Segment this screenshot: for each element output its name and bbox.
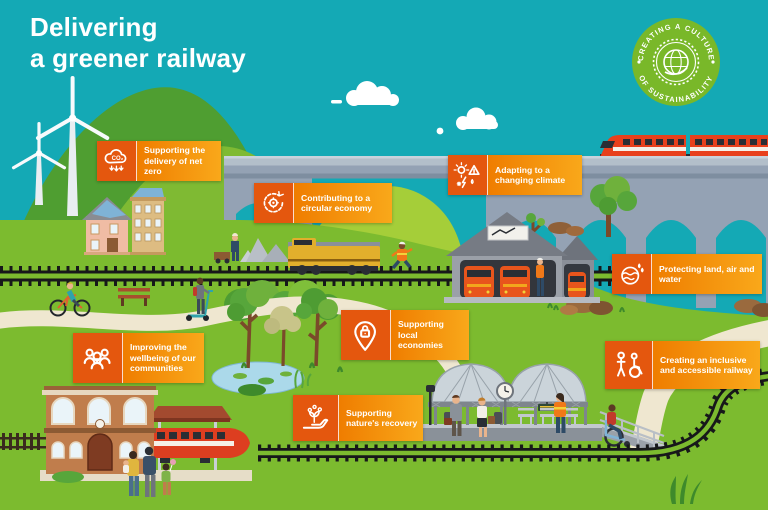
wind-turbines (11, 76, 110, 216)
co2-cloud-icon: CO₂ (97, 141, 137, 181)
scooter-rider (186, 277, 213, 321)
gravel-piles (214, 233, 290, 264)
tree-by-viaduct (590, 176, 637, 237)
globe-water-icon (612, 254, 652, 294)
running-worker (391, 241, 413, 270)
station-building (42, 386, 158, 474)
callout-label: Supporting nature's recovery (339, 395, 423, 441)
weather-alert-icon (448, 155, 488, 195)
callout-label: Supporting the delivery of net zero (137, 141, 221, 181)
freight-locomotive (288, 238, 380, 275)
fence (0, 433, 46, 450)
park-bench (118, 288, 150, 306)
callout-label: Contributing to a circular economy (294, 183, 392, 223)
lamp-post (426, 385, 435, 425)
pond (211, 361, 312, 396)
platform-clock (496, 382, 514, 425)
callout-wellbeing: Improving the wellbeing of our communiti… (73, 333, 204, 383)
globe-leaf-icon (663, 49, 689, 76)
depot-worker (536, 257, 544, 296)
callout-label: Improving the wellbeing of our communiti… (123, 333, 204, 383)
platform-canopies (428, 363, 588, 425)
family (123, 446, 176, 497)
cyclist (49, 282, 91, 317)
woman-passenger (477, 397, 495, 437)
callout-land-air-water: Protecting land, air and water (612, 254, 762, 294)
wheelchair-user (604, 404, 630, 447)
svg-text:CO₂: CO₂ (112, 156, 124, 162)
depot-locomotive (500, 266, 530, 298)
callout-nature: Supporting nature's recovery (293, 395, 423, 441)
apartment-solar (130, 188, 166, 255)
clouds (331, 81, 498, 135)
worker-with-cart (214, 233, 239, 264)
depot-locomotive (464, 266, 494, 298)
circular-arrows-icon (254, 183, 294, 223)
bush (52, 471, 84, 483)
page-title: Delivering a greener railway (30, 12, 246, 73)
sustainability-badge: CREATING A CULTURE OF SUSTAINABILITY (632, 18, 720, 106)
businessman (444, 394, 462, 436)
callout-local-economies: Supporting local economies (341, 310, 469, 360)
depot (444, 212, 600, 303)
station (0, 386, 252, 497)
accessibility-icon (605, 341, 653, 389)
pin-padlock-icon (341, 310, 391, 360)
callout-inclusive: Creating an inclusive and accessible rai… (605, 341, 760, 389)
hand-plant-icon (293, 395, 339, 441)
local-train (152, 428, 250, 463)
grass-tufts (670, 474, 702, 504)
callout-label: Protecting land, air and water (652, 254, 762, 294)
bin (494, 412, 502, 424)
callout-label: Supporting local economies (391, 310, 469, 360)
callout-circular-economy: Contributing to a circular economy (254, 183, 392, 223)
wind-turbine-large (35, 76, 110, 216)
platform-benches (518, 408, 578, 424)
houses (82, 188, 166, 255)
callout-climate: Adapting to a changing climate (448, 155, 582, 195)
callout-label: Creating an inclusive and accessible rai… (653, 341, 760, 389)
callout-label: Adapting to a changing climate (488, 155, 582, 195)
callout-net-zero: CO₂ Supporting the delivery of net zero (97, 141, 221, 181)
title-line-2: a greener railway (30, 42, 246, 73)
trunk-trees (227, 283, 344, 373)
station-platform-right (420, 363, 668, 456)
community-people-icon (73, 333, 123, 383)
house-solar (82, 197, 132, 255)
title-line-1: Delivering (30, 12, 158, 42)
wind-turbine-small (11, 122, 67, 205)
station-staff (554, 393, 566, 433)
